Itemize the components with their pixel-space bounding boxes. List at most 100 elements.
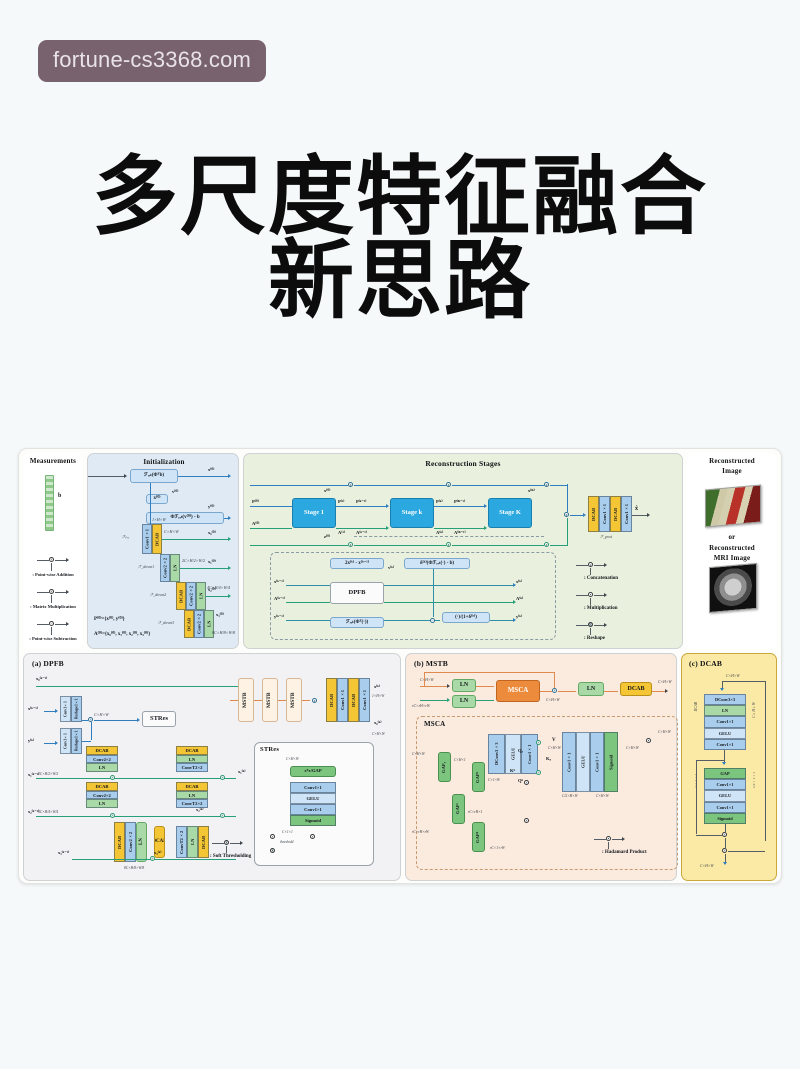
panel-a-dpfb: (a) DPFB x₀⁽ᵏ⁻¹⁾ x⁽ᵏ⁻¹⁾ y⁽ᵏ⁾ Conv1×1 Res… <box>23 653 401 881</box>
plus-circle-icon: + <box>49 557 54 562</box>
legend-line <box>55 559 66 561</box>
flow-line <box>540 690 552 692</box>
arrow-icon <box>447 698 450 702</box>
detail-box-fret-phi: ℱᵣₑₜ(Φᵀ(·)) <box>330 617 384 628</box>
arrow-icon <box>386 504 389 508</box>
stack-dcab-single: DCAB <box>154 826 165 858</box>
arrow-icon <box>124 474 127 478</box>
stack-3: DCAB Conv2×2 <box>114 822 136 862</box>
gap-b-block: GAPᵇ <box>472 762 485 792</box>
dpfb-in-y: y⁽ᵏ⁾ <box>28 738 35 743</box>
mstb-block-1[interactable]: MSTB <box>238 678 254 722</box>
arrow-icon <box>513 618 516 622</box>
stack-dcab: DCAB <box>348 678 359 722</box>
signal-x0: x⁽⁰⁾ <box>324 488 331 493</box>
signal-xhat: x̂ <box>635 506 638 512</box>
stack-reshape: Reshape1×1 <box>71 696 82 722</box>
dim-4c: 4C×H/4×W/4 <box>207 585 231 590</box>
flow-line <box>150 483 151 525</box>
gap-c-block: GAPᶜ <box>452 794 465 824</box>
legend-line <box>212 842 224 844</box>
output-title2-2: MRI Image <box>713 554 751 562</box>
plus-circle-icon: + <box>150 856 155 861</box>
legend-line <box>51 627 52 635</box>
dim-rch1: rC×rH×1 <box>468 810 483 814</box>
stage-k-block[interactable]: Stage k <box>390 498 434 528</box>
dpfb-out-x2: x₂⁽ᵏ⁾ <box>196 807 204 812</box>
signal-z0: z⁽⁰⁾ <box>324 534 331 539</box>
flow-line <box>180 568 228 569</box>
plus-circle-icon: + <box>110 813 115 818</box>
reconstructed-image-thumbnail <box>705 484 761 528</box>
legend-multiplication: : Multiplication <box>584 606 618 611</box>
detail-line <box>432 569 434 617</box>
measurement-vector-icon <box>45 475 54 531</box>
legend-line <box>576 594 588 596</box>
arrow-icon <box>228 473 231 478</box>
figure-bottom-row: (a) DPFB x₀⁽ᵏ⁻¹⁾ x⁽ᵏ⁻¹⁾ y⁽ᵏ⁾ Conv1×1 Res… <box>23 653 777 881</box>
stage-1-block[interactable]: Stage 1 <box>292 498 336 528</box>
stack-conv1x1: Conv1×1 <box>60 728 71 754</box>
legend-line <box>55 623 66 625</box>
msca-block[interactable]: MSCA <box>496 680 540 702</box>
strres-block[interactable]: STRes <box>142 711 176 727</box>
legend-line <box>37 623 49 625</box>
title-line-1: 多尺度特征融合 <box>92 147 708 247</box>
equation-a0: A⁽⁰⁾={x₀⁽⁰⁾, x₁⁽⁰⁾, x₂⁽⁰⁾, x₃⁽⁰⁾} <box>94 632 151 637</box>
arrow-icon <box>604 562 607 567</box>
concat-node-icon: c <box>544 482 549 487</box>
hadamard-node-icon: • <box>646 738 651 743</box>
residual-line <box>765 681 766 841</box>
front-stack-1: Conv1×1 Reshape1×1 <box>60 696 82 722</box>
signal-ak: A⁽ᵏ⁾ <box>436 530 444 535</box>
flow-line <box>550 544 568 546</box>
dpfb-block[interactable]: DPFB <box>330 582 384 604</box>
detail-out-y: y⁽ᵏ⁾ <box>516 614 523 619</box>
dcab-side-c11: C×1×1 <box>694 774 698 788</box>
legend-line <box>226 846 227 853</box>
stack-ln: LN <box>704 705 746 717</box>
fdown2-label: ℱ_down2 <box>150 592 167 597</box>
arrow-icon <box>240 840 243 845</box>
flow-line <box>476 686 494 687</box>
top-bus-line <box>250 484 348 486</box>
signal-xK: x⁽ᴷ⁾ <box>528 488 535 493</box>
msca-symbol-qb: Qᵇ <box>518 778 524 783</box>
times-circle-icon: × <box>49 589 54 594</box>
measurements-title: Measurements <box>29 457 77 465</box>
signal-pk-1: P⁽ᵏ⁻¹⁾ <box>356 499 367 504</box>
dcab-in-dim: C×H×W <box>726 674 740 678</box>
dcab-top-stack: DConv3×3 LN Conv1×1 GELU Conv1×1 <box>704 694 746 750</box>
mstb-block-3[interactable]: MSTB <box>286 678 302 722</box>
legend-line <box>594 838 606 840</box>
output-title-2: Image <box>722 467 742 475</box>
detail-v-label: v⁽ᵏ⁾ <box>388 565 395 570</box>
stack-dcab: DCAB <box>176 746 208 755</box>
stack-dcab: DCAB <box>176 782 208 791</box>
arrow-icon <box>622 836 625 841</box>
detail-in-x: x⁽ᵏ⁻¹⁾ <box>274 579 284 584</box>
init-box-fret: ℱᵣₑₜ(Φᵀb) <box>130 469 178 483</box>
arrow-icon <box>137 717 140 722</box>
dim-c1w: C×1×W <box>488 778 501 782</box>
stack-conv1x1: Conv1×1 <box>704 738 746 750</box>
msca-symbol-qa: Qₐ <box>518 748 523 753</box>
legend-line <box>594 564 604 566</box>
flow-line <box>558 690 576 692</box>
dim-chw: C×H×W <box>94 712 109 717</box>
flow-line <box>476 700 494 701</box>
skip-line <box>36 816 236 817</box>
arrow-icon <box>55 709 58 713</box>
stack-dconv3x3: DConv3×3 <box>704 694 746 706</box>
arrow-icon <box>484 504 487 508</box>
legend-pointwise-subtraction: : Point-wise Subtraction <box>29 636 77 641</box>
stage-K-block[interactable]: Stage K <box>488 498 532 528</box>
stack-conv1x1: Conv1×1 <box>521 734 538 774</box>
flow-line <box>724 824 726 832</box>
mstb-block-2[interactable]: MSTB <box>262 678 278 722</box>
stack-conv1x1: Conv1×1 <box>359 678 370 722</box>
concat-node-icon: c <box>312 697 317 703</box>
flow-line <box>44 743 56 744</box>
bus-line-p <box>250 506 292 507</box>
signal-p0: P⁽⁰⁾ <box>252 499 259 504</box>
